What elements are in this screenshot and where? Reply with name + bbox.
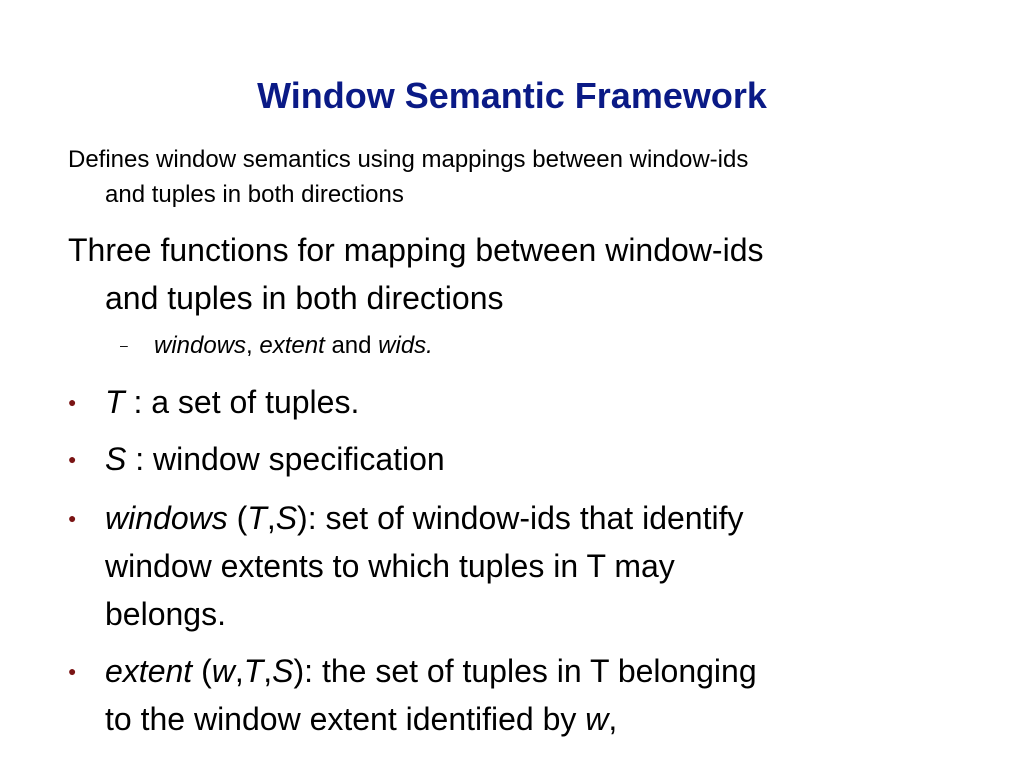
function-name-wids: wids. <box>378 332 433 359</box>
bullet-description: to the window extent identified by <box>105 701 586 737</box>
function-name-extent: extent <box>259 332 325 359</box>
sub-item-function-names: – windows, extent and wids. <box>120 328 433 365</box>
comma: , <box>234 653 244 689</box>
paragraph-three-functions: Three functions for mapping between wind… <box>68 226 968 322</box>
open-paren: ( <box>192 653 212 689</box>
trailing-comma: , <box>608 701 618 737</box>
paragraph-definition-line-2: and tuples in both directions <box>105 181 404 208</box>
function-name-windows: windows <box>154 332 247 359</box>
variable-t: T <box>105 384 125 420</box>
bullet-dot-icon: ● <box>68 451 77 467</box>
bullet-item-s: ● S : window specification <box>68 435 445 483</box>
separator: and <box>324 332 379 359</box>
variable-s: S <box>105 441 127 477</box>
bullet-text: T : a set of tuples. <box>68 378 359 426</box>
open-paren: ( <box>227 500 248 536</box>
variable-w: w <box>585 701 609 737</box>
separator: , <box>246 332 260 359</box>
paragraph-definition-line-1: Defines window semantics using mappings … <box>68 146 749 173</box>
bullet-text-line-2: window extents to which tuples in T may <box>105 548 675 584</box>
slide-title: Window Semantic Framework <box>257 75 767 116</box>
argument-w: w <box>211 653 235 689</box>
bullet-dot-icon: ● <box>68 394 77 410</box>
argument-t: T <box>243 653 264 689</box>
bullet-item-extent: ● extent (w,T,S): the set of tuples in T… <box>68 647 757 743</box>
bullet-item-t: ● T : a set of tuples. <box>68 378 359 426</box>
argument-s: S <box>272 653 294 689</box>
argument-t: T <box>247 500 267 536</box>
bullet-text-line-1: windows (T,S): set of window-ids that id… <box>68 494 743 542</box>
function-name-extent: extent <box>105 653 193 689</box>
bullet-description: ): set of window-ids that identify <box>297 500 744 536</box>
dash-marker: – <box>120 336 128 353</box>
comma: , <box>266 500 276 536</box>
argument-s: S <box>275 500 298 536</box>
paragraph-definition: Defines window semantics using mappings … <box>68 142 968 212</box>
bullet-item-windows: ● windows (T,S): set of window-ids that … <box>68 494 743 638</box>
bullet-description: : window specification <box>126 441 445 477</box>
bullet-text: S : window specification <box>68 435 445 483</box>
bullet-dot-icon: ● <box>68 663 77 679</box>
comma: , <box>263 653 273 689</box>
paragraph-three-functions-line-1: Three functions for mapping between wind… <box>68 232 764 268</box>
bullet-text-line-3: belongs. <box>105 596 226 632</box>
paragraph-three-functions-line-2: and tuples in both directions <box>105 280 504 316</box>
bullet-description: ): the set of tuples in T belonging <box>293 653 757 689</box>
bullet-dot-icon: ● <box>68 510 77 526</box>
bullet-text-line-1: extent (w,T,S): the set of tuples in T b… <box>68 647 757 695</box>
bullet-text-line-2: to the window extent identified by w, <box>68 695 757 743</box>
bullet-description: : a set of tuples. <box>124 384 360 420</box>
function-name-windows: windows <box>105 500 228 536</box>
